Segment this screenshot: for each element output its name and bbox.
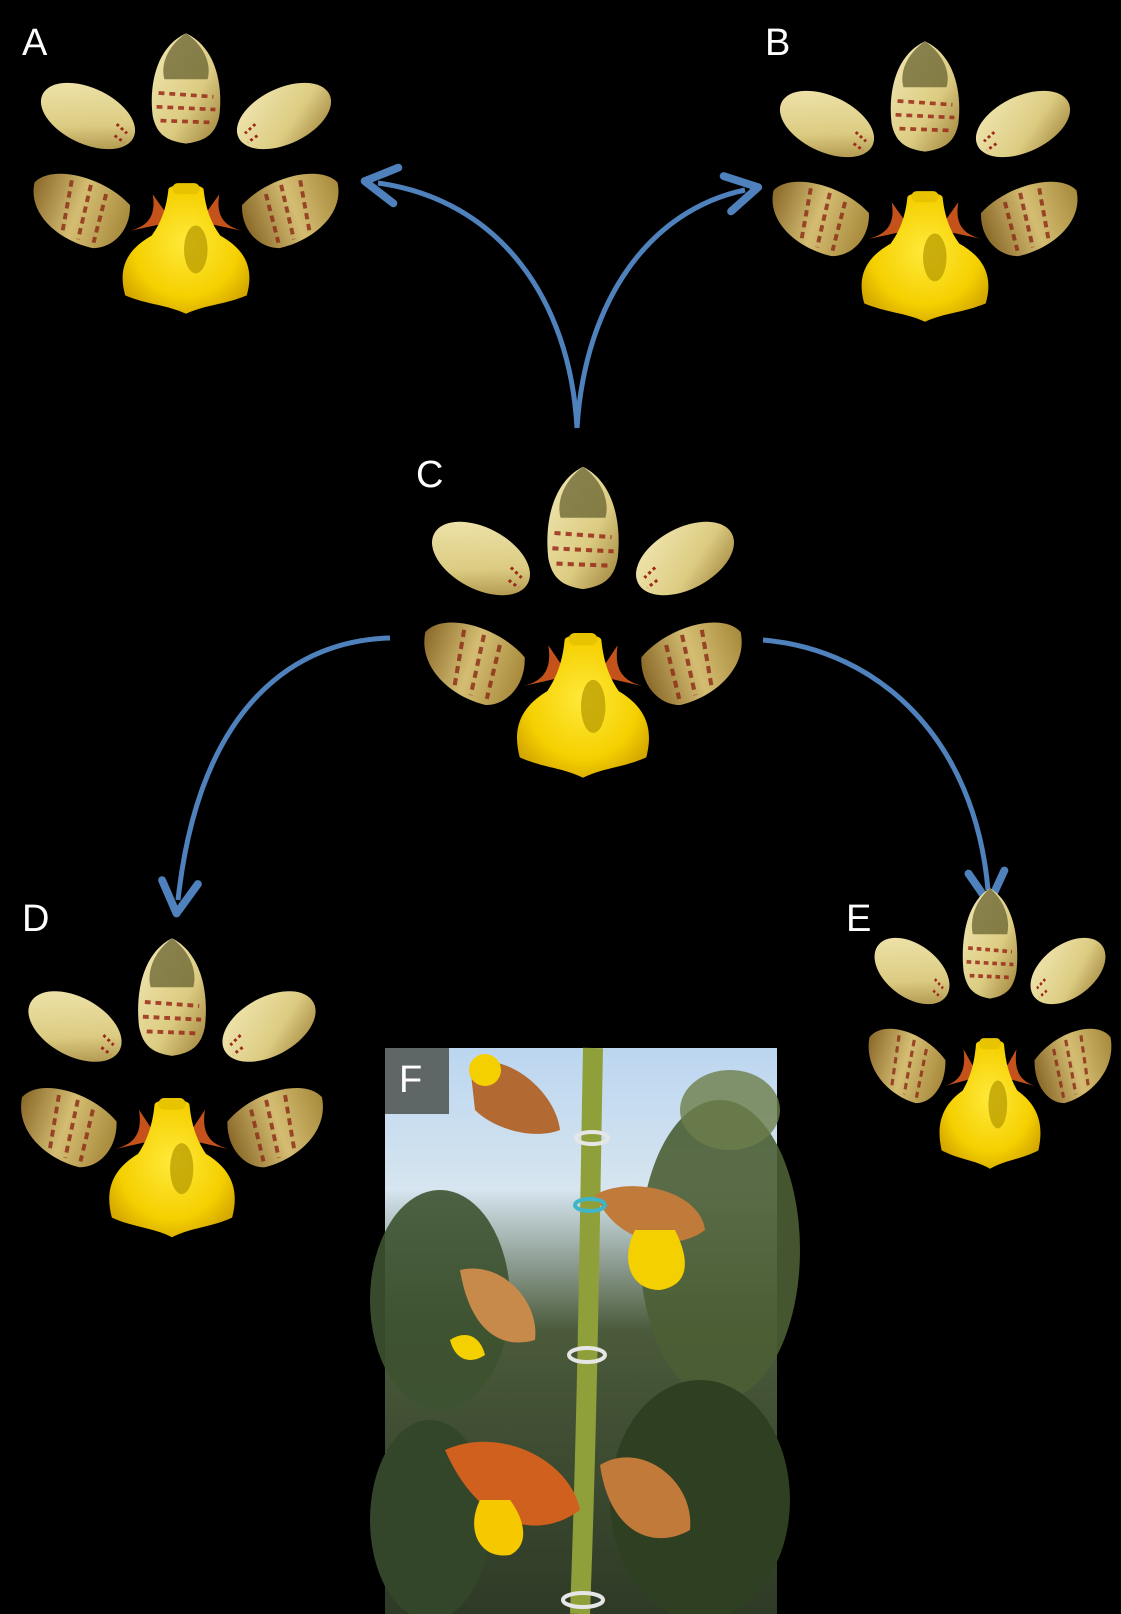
flower-a	[19, 33, 354, 314]
panel-label-f: F	[399, 1060, 422, 1100]
arrow-c-to-b	[577, 190, 745, 428]
panel-label-a: A	[22, 24, 47, 62]
flower-d	[6, 938, 337, 1237]
arrow-c-to-a	[378, 183, 577, 428]
panel-label-b: B	[765, 24, 790, 62]
panel-label-e: E	[846, 900, 871, 938]
panel-label-c: C	[416, 456, 443, 494]
panel-label-d: D	[22, 900, 49, 938]
flower-e	[857, 888, 1121, 1169]
arrow-c-to-e	[763, 640, 988, 890]
photo-panel-f: F	[385, 1048, 777, 1614]
flower-b	[758, 41, 1093, 322]
panel-label-box-f: F	[385, 1048, 449, 1114]
flower-c	[409, 467, 757, 778]
arrow-c-to-d	[178, 638, 390, 900]
